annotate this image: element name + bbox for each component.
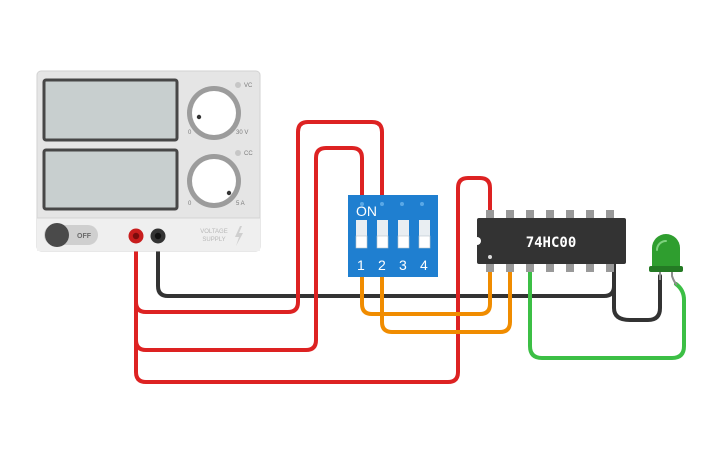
cc-indicator-icon bbox=[235, 150, 241, 156]
wire-orange-2[interactable] bbox=[380, 264, 512, 334]
voltage-knob-indicator bbox=[196, 114, 202, 120]
brand-label-line2: SUPPLY bbox=[202, 237, 225, 243]
led-highlight bbox=[656, 240, 667, 251]
led-rim bbox=[649, 266, 683, 272]
chip-top-pins bbox=[486, 210, 614, 220]
power-switch-knob[interactable] bbox=[45, 223, 69, 247]
chip-body bbox=[477, 218, 626, 264]
wires bbox=[134, 120, 686, 384]
pin1-marker bbox=[488, 255, 492, 259]
negative-terminal-hole bbox=[154, 232, 162, 240]
voltage-min-label: 0 bbox=[188, 130, 192, 136]
dip-switch-top-pins bbox=[360, 202, 424, 206]
dip-number-1: 1 bbox=[357, 257, 365, 273]
vc-indicator-icon bbox=[235, 82, 241, 88]
dip-toggle-1[interactable] bbox=[355, 220, 368, 249]
wire-red-2[interactable] bbox=[134, 146, 364, 352]
led[interactable] bbox=[649, 234, 683, 286]
voltage-knob-face[interactable] bbox=[192, 91, 236, 135]
positive-terminal-hole bbox=[132, 232, 140, 240]
dip-toggle-2[interactable] bbox=[376, 220, 389, 249]
lightning-icon bbox=[235, 226, 243, 246]
voltage-max-label: 30 V bbox=[236, 130, 248, 136]
chip-notch bbox=[473, 237, 481, 245]
wire-black-led[interactable] bbox=[612, 262, 662, 322]
current-knob-face[interactable] bbox=[192, 159, 236, 203]
chip-bottom-pins bbox=[486, 262, 614, 272]
cc-label: CC bbox=[244, 151, 253, 157]
led-body bbox=[652, 234, 680, 268]
led-anode-leg bbox=[671, 262, 678, 286]
wire-green[interactable] bbox=[528, 264, 686, 360]
dip-number-4: 4 bbox=[420, 257, 428, 273]
dip-on-label: ON bbox=[356, 203, 377, 219]
dip-switch[interactable]: ON 1 2 3 4 bbox=[348, 195, 438, 277]
ic-74hc00[interactable]: 74HC00 bbox=[473, 210, 626, 272]
wire-orange-1[interactable] bbox=[360, 264, 492, 316]
dip-number-2: 2 bbox=[378, 257, 386, 273]
wire-red-1[interactable] bbox=[134, 120, 384, 314]
power-supply[interactable]: VC 0 30 V CC 0 5 A OFF VOLTAGE SUPPLY bbox=[36, 70, 261, 252]
dip-toggle-3[interactable] bbox=[397, 220, 410, 249]
wire-red-3[interactable] bbox=[134, 176, 492, 384]
power-switch[interactable]: OFF bbox=[44, 223, 98, 247]
brand-label-line1: VOLTAGE bbox=[200, 229, 227, 235]
dip-number-3: 3 bbox=[399, 257, 407, 273]
vc-label: VC bbox=[244, 83, 253, 89]
dip-toggle-4[interactable] bbox=[418, 220, 431, 249]
current-display bbox=[42, 148, 179, 211]
power-switch-label: OFF bbox=[77, 233, 92, 240]
chip-label: 74HC00 bbox=[526, 235, 577, 251]
current-knob-indicator bbox=[226, 190, 232, 196]
current-min-label: 0 bbox=[188, 201, 192, 207]
voltage-display bbox=[42, 78, 179, 142]
current-max-label: 5 A bbox=[236, 201, 245, 207]
